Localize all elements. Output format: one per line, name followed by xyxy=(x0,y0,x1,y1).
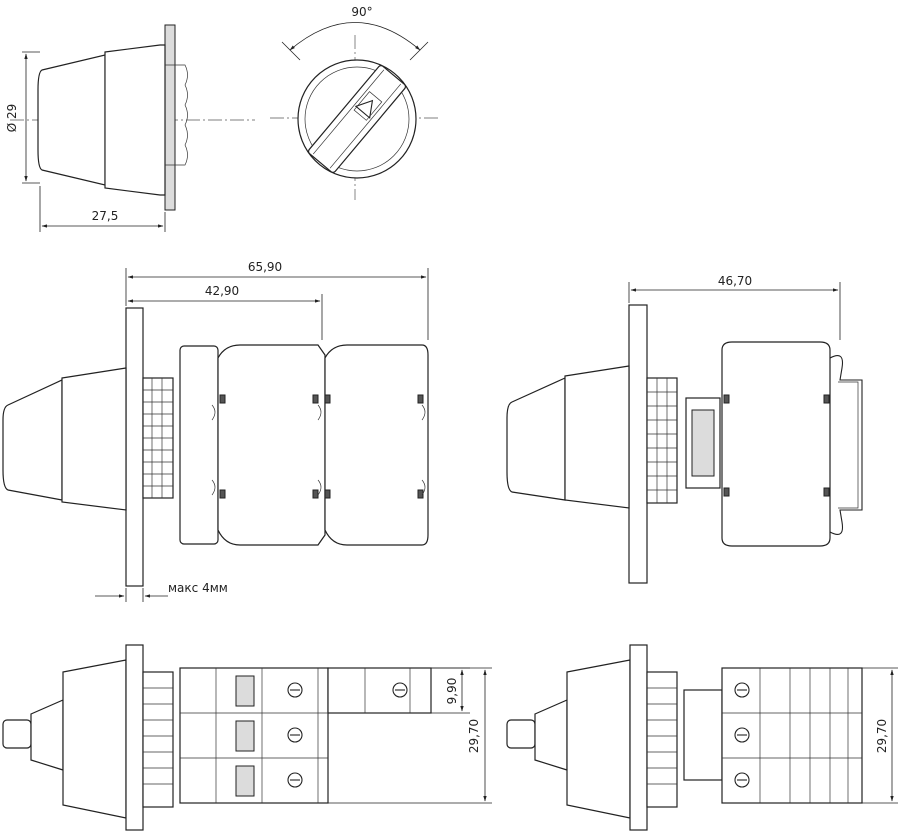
diameter-label: Ø 29 xyxy=(5,104,19,133)
total-length-label: 65,90 xyxy=(248,260,282,274)
knob-front-view: 90° xyxy=(270,5,440,200)
dimension-contact-pitch: 9,90 xyxy=(431,667,470,714)
dimension-front-depth: 27,5 xyxy=(39,186,166,232)
assembly-side-view xyxy=(2,307,429,587)
rotation-angle-label: 90° xyxy=(351,5,372,19)
knob-side-view xyxy=(10,24,255,211)
panel-thickness-label: макс 4мм xyxy=(168,581,228,595)
stack-height-left-label: 29,70 xyxy=(467,719,481,753)
front-depth-label: 27,5 xyxy=(92,209,119,223)
dimension-rail-length: 46,70 xyxy=(628,274,841,340)
dimension-body-length: 42,90 xyxy=(127,284,323,340)
dimension-panel-thickness: макс 4мм xyxy=(95,581,228,602)
rail-mount-side-view xyxy=(506,304,863,584)
body-length-label: 42,90 xyxy=(205,284,239,298)
stack-top-view-left xyxy=(2,644,432,831)
dimension-stack-height-right: 29,70 xyxy=(862,667,898,804)
dimension-stack-height-left: 29,70 xyxy=(328,667,492,804)
rail-length-label: 46,70 xyxy=(718,274,752,288)
contact-pitch-label: 9,90 xyxy=(445,678,459,705)
stack-top-view-right xyxy=(506,644,863,831)
dimension-total-length: 65,90 xyxy=(125,260,429,340)
stack-height-right-label: 29,70 xyxy=(875,719,889,753)
dimension-diameter: Ø 29 xyxy=(5,51,40,184)
